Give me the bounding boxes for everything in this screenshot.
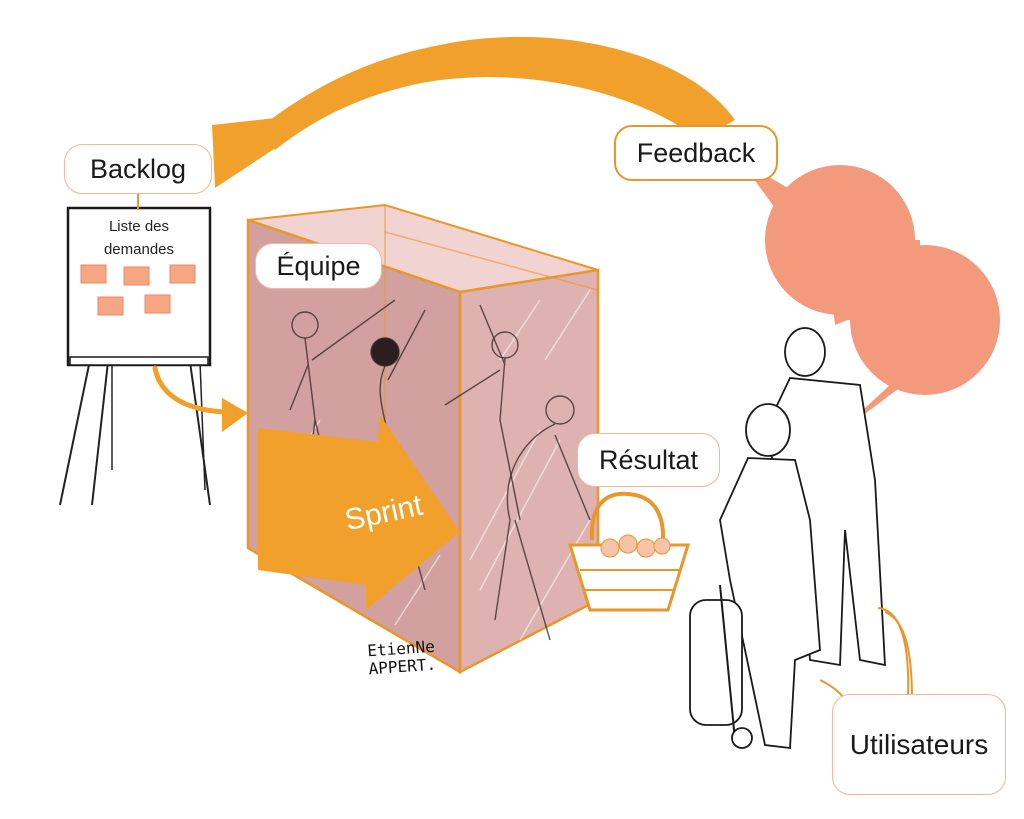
resultat-label: Résultat [577, 433, 720, 487]
result-basket [567, 491, 691, 612]
feedback-label-text: Feedback [636, 137, 756, 168]
feedback-label: Feedback [614, 125, 778, 181]
artist-signature: EtienNe APPERT. [367, 637, 437, 679]
flipchart-text: Liste des demandes [72, 215, 206, 261]
flipchart-line-1: Liste des [108, 218, 170, 235]
feedback-loop-arrow [212, 36, 735, 188]
resultat-label-text: Résultat [598, 444, 699, 475]
users-figures [689, 327, 886, 750]
backlog-label: Backlog [64, 144, 212, 194]
equipe-label-text: Équipe [276, 250, 361, 281]
backlog-to-sprint-arrow [152, 365, 248, 432]
flipchart-board [59, 206, 212, 506]
feedback-speech-cloud [740, 160, 1000, 440]
utilisateurs-label: Utilisateurs [832, 694, 1006, 795]
sticky-notes [80, 264, 196, 316]
equipe-label: Équipe [255, 243, 382, 289]
sprint-arrow [258, 415, 460, 610]
utilisateurs-label-text: Utilisateurs [849, 728, 989, 760]
backlog-label-text: Backlog [89, 153, 187, 184]
flipchart-line-2: demandes [103, 241, 175, 258]
